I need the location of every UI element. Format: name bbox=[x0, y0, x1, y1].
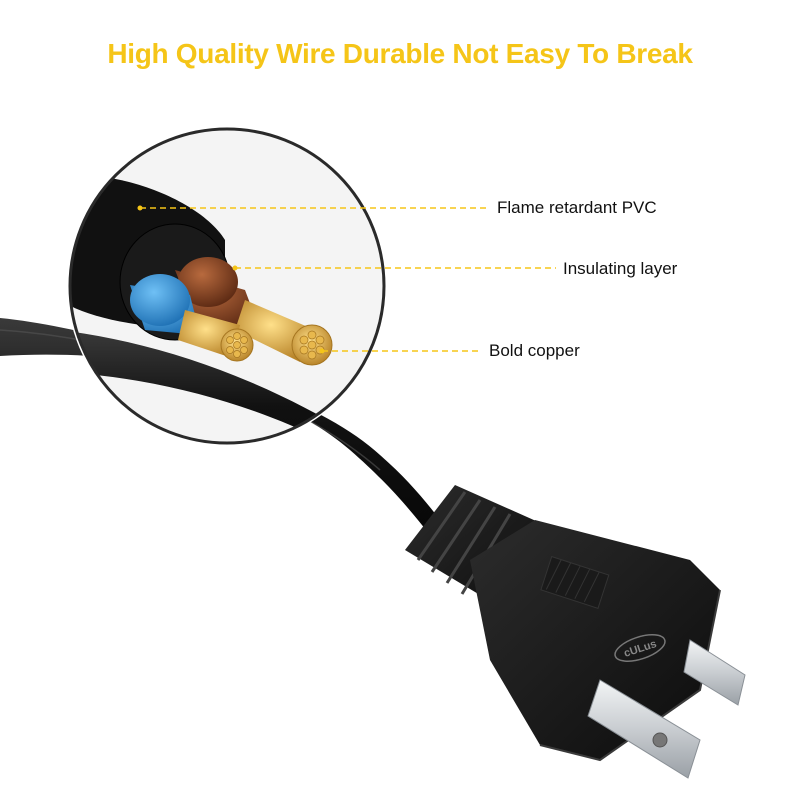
blue-wire-insulation bbox=[130, 274, 200, 335]
callout-leader-lines bbox=[140, 207, 556, 352]
plug-prong-upper bbox=[683, 639, 746, 706]
power-cord bbox=[0, 318, 470, 560]
callout-flame-retardant-pvc: Flame retardant PVC bbox=[497, 198, 657, 217]
magnifier-circle bbox=[67, 126, 387, 446]
plug-prong-lower bbox=[587, 679, 701, 779]
power-plug bbox=[405, 485, 746, 779]
callout-insulating-layer: Insulating layer bbox=[563, 259, 678, 278]
headline: High Quality Wire Durable Not Easy To Br… bbox=[107, 38, 693, 69]
callout-bold-copper: Bold copper bbox=[489, 341, 580, 360]
copper-strands-right bbox=[235, 300, 333, 366]
copper-strands-left bbox=[178, 310, 254, 362]
